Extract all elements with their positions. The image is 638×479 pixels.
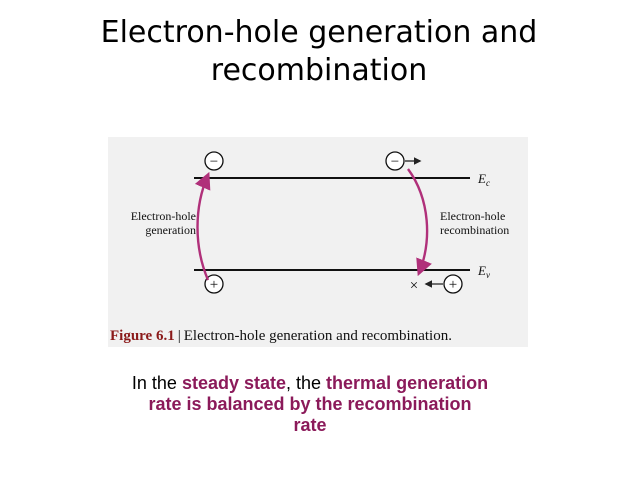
hole-left-symbol: +	[210, 277, 218, 293]
caption-text: Electron-hole generation and recombinati…	[184, 328, 452, 344]
hole-left	[204, 274, 224, 294]
electron-left	[204, 151, 224, 171]
electron-right	[385, 151, 405, 171]
caption-background	[108, 317, 528, 347]
slide-title-line1: Electron-hole generation and	[100, 15, 538, 50]
recombination-label-line2: recombination	[440, 223, 509, 237]
figure-caption: Figure 6.1|Electron-hole generation and …	[110, 328, 452, 344]
caption-separator: |	[178, 328, 181, 344]
caption-number: Figure 6.1	[110, 328, 175, 344]
body-text-part2: steady state	[181, 373, 287, 393]
generation-label-line1: Electron-hole	[131, 209, 196, 223]
body-text-part1: In the	[131, 373, 182, 393]
slide-title: Electron-hole generation and recombinati…	[0, 14, 638, 90]
hole-right-symbol: +	[449, 277, 457, 293]
recombination-site-cross: ×	[410, 278, 418, 294]
ec-label: Ec	[477, 171, 490, 188]
band-diagram-figure: Ec Ev − − + + × Electron-hole generation…	[108, 137, 528, 347]
recombination-label-line1: Electron-hole	[440, 209, 505, 223]
electron-left-symbol: −	[210, 154, 218, 170]
body-text: In the steady state, the thermal generat…	[130, 373, 490, 436]
hole-right	[443, 274, 463, 294]
body-text-part4: thermal generation rate is balanced by t…	[148, 373, 489, 435]
generation-label-line2: generation	[145, 223, 196, 237]
recombination-arrow	[407, 168, 432, 277]
slide-title-line2: recombination	[210, 53, 428, 88]
electron-right-symbol: −	[391, 154, 399, 170]
body-text-part3: , the	[286, 373, 327, 393]
ev-label: Ev	[477, 263, 490, 280]
generation-arrow	[194, 171, 211, 281]
